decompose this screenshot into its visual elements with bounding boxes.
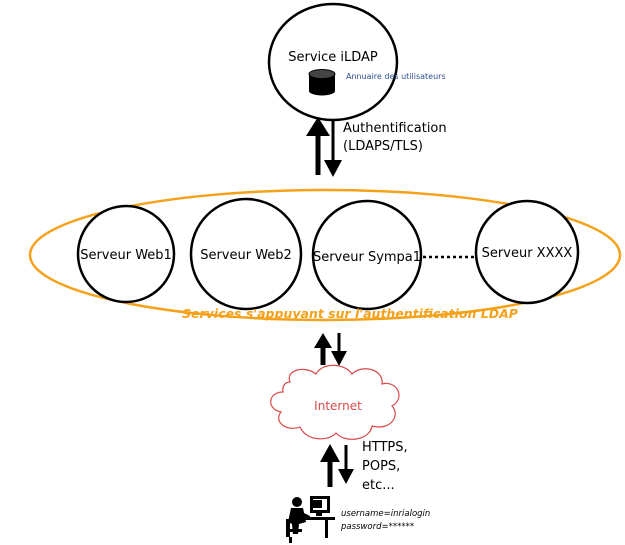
auth-label-line2: (LDAPS/TLS) bbox=[343, 139, 423, 154]
arrow-up-icon bbox=[306, 117, 330, 136]
server-label: Serveur Sympa1 bbox=[313, 250, 421, 265]
username-label: username=inrialogin bbox=[341, 509, 430, 519]
ldap-service-node: Service iLDAP Annuaire des utilisateurs bbox=[267, 2, 446, 122]
arrow-down-icon bbox=[324, 160, 342, 177]
database-icon bbox=[308, 69, 336, 96]
protocol-etc: etc... bbox=[362, 478, 395, 493]
cloud-icon bbox=[270, 364, 400, 440]
password-label: password=****** bbox=[340, 522, 414, 532]
auth-label-line1: Authentification bbox=[343, 121, 447, 136]
server-label: Serveur XXXX bbox=[482, 246, 573, 261]
server-sympa1-node: Serveur Sympa1 bbox=[311, 199, 423, 311]
server-label: Serveur Web2 bbox=[200, 248, 292, 263]
internet-cloud: Internet bbox=[270, 364, 400, 440]
protocol-pops: POPS, bbox=[362, 459, 400, 474]
arrow-up-icon bbox=[314, 333, 332, 348]
server-xxxx-node: Serveur XXXX bbox=[474, 199, 580, 305]
annuaire-label: Annuaire des utilisateurs bbox=[346, 72, 446, 81]
internet-label: Internet bbox=[314, 399, 362, 413]
server-web2-node: Serveur Web2 bbox=[189, 197, 303, 311]
server-label: Serveur Web1 bbox=[80, 248, 172, 263]
server-web1-node: Serveur Web1 bbox=[76, 204, 176, 304]
user-at-computer-icon bbox=[286, 496, 335, 543]
arrow-up-icon bbox=[320, 444, 340, 462]
services-caption: Services s'appuyant sur l'authentificati… bbox=[182, 306, 518, 321]
arrow-down-icon bbox=[338, 469, 354, 484]
arrow-down-icon bbox=[331, 351, 347, 366]
protocol-https: HTTPS, bbox=[362, 440, 408, 455]
services-internet-arrows bbox=[314, 333, 347, 366]
ldap-auth-arrows bbox=[306, 117, 342, 177]
services-group-ellipse bbox=[28, 188, 622, 322]
internet-user-arrows bbox=[320, 444, 354, 487]
ldap-service-title: Service iLDAP bbox=[288, 50, 378, 65]
